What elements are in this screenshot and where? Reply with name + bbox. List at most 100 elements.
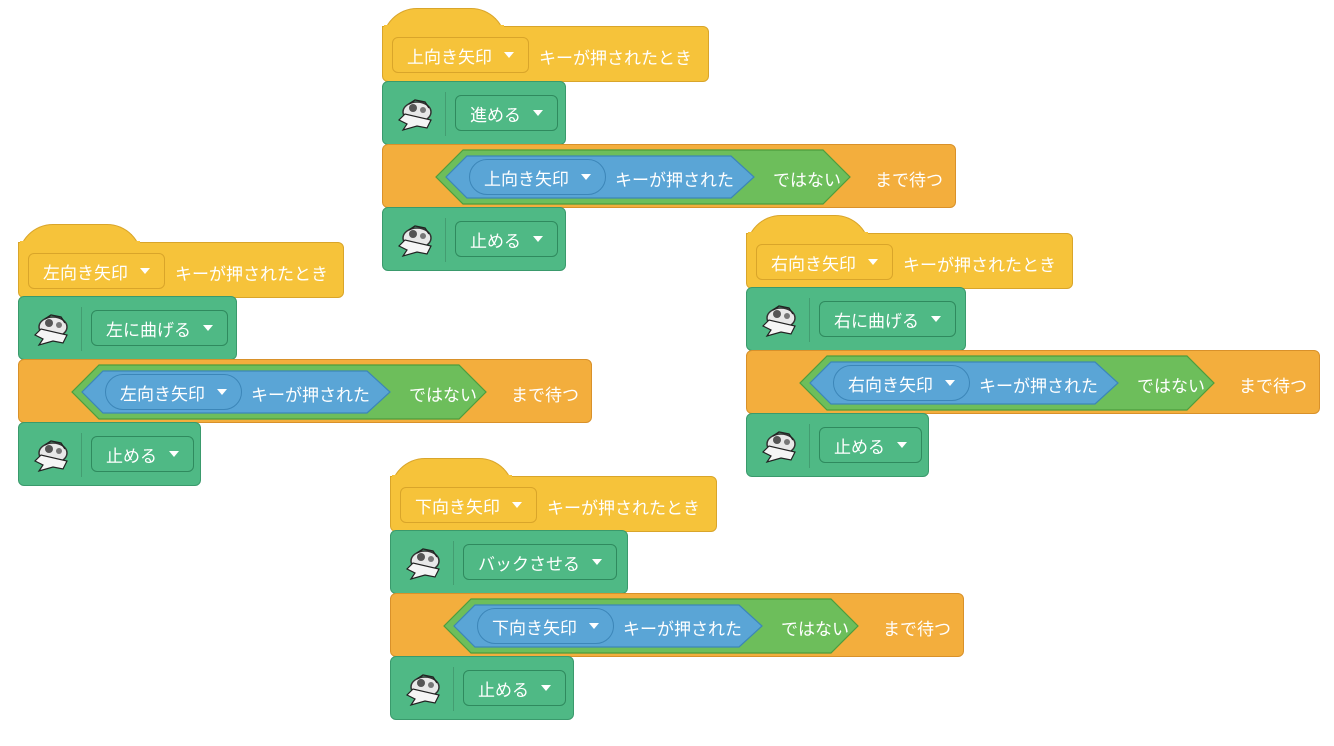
stop-motion-block[interactable]: 止める bbox=[18, 422, 201, 486]
wait-until-block[interactable]: 上向き矢印 キーが押された ではない まで待つ bbox=[382, 144, 956, 208]
motion-dropdown-label: バックさせる bbox=[478, 550, 580, 575]
chevron-down-icon bbox=[581, 174, 591, 180]
motion-dropdown[interactable]: バックさせる bbox=[463, 544, 617, 580]
chevron-down-icon bbox=[945, 380, 955, 386]
hat-seam bbox=[20, 241, 140, 245]
motion-dropdown[interactable]: 左に曲げる bbox=[91, 310, 228, 346]
motion-dropdown-label: 右に曲げる bbox=[834, 307, 919, 332]
key-pressed-label: キーが押された bbox=[623, 615, 742, 640]
sensing-key-dropdown[interactable]: 上向き矢印 bbox=[469, 159, 606, 195]
key-dropdown[interactable]: 上向き矢印 bbox=[392, 37, 529, 73]
key-dropdown[interactable]: 右向き矢印 bbox=[756, 244, 893, 280]
wait-suffix-label: まで待つ bbox=[511, 381, 579, 406]
not-label: ではない bbox=[773, 166, 841, 191]
hat-seam bbox=[384, 25, 504, 29]
when-key-pressed-hat-block[interactable]: 右向き矢印 キーが押されたとき bbox=[746, 233, 1073, 289]
motion-dropdown[interactable]: 進める bbox=[455, 95, 558, 131]
when-key-pressed-hat-block[interactable]: 下向き矢印 キーが押されたとき bbox=[390, 476, 717, 532]
stop-dropdown[interactable]: 止める bbox=[455, 221, 558, 257]
sensing-key-label: 上向き矢印 bbox=[484, 165, 569, 190]
chevron-down-icon bbox=[592, 559, 602, 565]
chevron-down-icon bbox=[504, 52, 514, 58]
key-dropdown[interactable]: 左向き矢印 bbox=[28, 253, 165, 289]
wait-suffix-label: まで待つ bbox=[1239, 372, 1307, 397]
chevron-down-icon bbox=[140, 268, 150, 274]
stop-dropdown-label: 止める bbox=[478, 676, 529, 701]
stop-dropdown-label: 止める bbox=[106, 442, 157, 467]
block-divider bbox=[81, 307, 82, 351]
wait-suffix-label: まで待つ bbox=[883, 615, 951, 640]
stop-dropdown[interactable]: 止める bbox=[91, 436, 194, 472]
mouse-robot-sprite-icon bbox=[401, 669, 445, 709]
wait-until-block[interactable]: 右向き矢印 キーが押された ではない まで待つ bbox=[746, 350, 1320, 414]
motion-block[interactable]: バックさせる bbox=[390, 530, 628, 594]
sensing-key-dropdown[interactable]: 左向き矢印 bbox=[105, 374, 242, 410]
stop-dropdown[interactable]: 止める bbox=[819, 427, 922, 463]
key-dropdown-label: 右向き矢印 bbox=[771, 250, 856, 275]
not-label: ではない bbox=[1137, 372, 1205, 397]
stop-motion-block[interactable]: 止める bbox=[382, 207, 566, 271]
mouse-robot-sprite-icon bbox=[29, 309, 73, 349]
key-pressed-label: キーが押された bbox=[251, 381, 370, 406]
block-divider bbox=[445, 92, 446, 136]
chevron-down-icon bbox=[533, 236, 543, 242]
mouse-robot-sprite-icon bbox=[393, 94, 437, 134]
chevron-down-icon bbox=[589, 623, 599, 629]
key-dropdown-label: 左向き矢印 bbox=[43, 259, 128, 284]
sensing-key-label: 下向き矢印 bbox=[492, 614, 577, 639]
not-label: ではない bbox=[781, 615, 849, 640]
key-pressed-label: キーが押された bbox=[615, 166, 734, 191]
when-key-pressed-hat-block[interactable]: 上向き矢印 キーが押されたとき bbox=[382, 26, 709, 82]
motion-block[interactable]: 右に曲げる bbox=[746, 287, 966, 351]
wait-until-block[interactable]: 下向き矢印 キーが押された ではない まで待つ bbox=[390, 593, 964, 657]
key-dropdown-label: 下向き矢印 bbox=[415, 493, 500, 518]
mouse-robot-sprite-icon bbox=[757, 426, 801, 466]
chevron-down-icon bbox=[512, 502, 522, 508]
mouse-robot-sprite-icon bbox=[29, 435, 73, 475]
sensing-key-dropdown[interactable]: 下向き矢印 bbox=[477, 608, 614, 644]
block-divider bbox=[453, 541, 454, 585]
hat-seam bbox=[748, 232, 868, 236]
mouse-robot-sprite-icon bbox=[401, 543, 445, 583]
hat-suffix-label: キーが押されたとき bbox=[175, 260, 328, 285]
chevron-down-icon bbox=[868, 259, 878, 265]
sensing-key-label: 右向き矢印 bbox=[848, 371, 933, 396]
chevron-down-icon bbox=[533, 110, 543, 116]
hat-suffix-label: キーが押されたとき bbox=[903, 251, 1056, 276]
stop-dropdown-label: 止める bbox=[470, 227, 521, 252]
block-divider bbox=[809, 298, 810, 342]
block-divider bbox=[453, 667, 454, 711]
key-pressed-label: キーが押された bbox=[979, 372, 1098, 397]
sensing-key-label: 左向き矢印 bbox=[120, 380, 205, 405]
hat-suffix-label: キーが押されたとき bbox=[547, 494, 700, 519]
block-divider bbox=[445, 218, 446, 262]
chevron-down-icon bbox=[203, 325, 213, 331]
hat-seam bbox=[392, 475, 512, 479]
chevron-down-icon bbox=[169, 451, 179, 457]
block-divider bbox=[81, 433, 82, 477]
motion-block[interactable]: 進める bbox=[382, 81, 566, 145]
stop-motion-block[interactable]: 止める bbox=[390, 656, 574, 720]
chevron-down-icon bbox=[931, 316, 941, 322]
key-dropdown[interactable]: 下向き矢印 bbox=[400, 487, 537, 523]
chevron-down-icon bbox=[897, 442, 907, 448]
sensing-key-dropdown[interactable]: 右向き矢印 bbox=[833, 365, 970, 401]
stop-motion-block[interactable]: 止める bbox=[746, 413, 929, 477]
mouse-robot-sprite-icon bbox=[757, 300, 801, 340]
motion-dropdown[interactable]: 右に曲げる bbox=[819, 301, 956, 337]
stop-dropdown-label: 止める bbox=[834, 433, 885, 458]
block-divider bbox=[809, 424, 810, 468]
hat-suffix-label: キーが押されたとき bbox=[539, 44, 692, 69]
mouse-robot-sprite-icon bbox=[393, 220, 437, 260]
key-dropdown-label: 上向き矢印 bbox=[407, 43, 492, 68]
motion-dropdown-label: 進める bbox=[470, 101, 521, 126]
wait-suffix-label: まで待つ bbox=[875, 166, 943, 191]
motion-dropdown-label: 左に曲げる bbox=[106, 316, 191, 341]
motion-block[interactable]: 左に曲げる bbox=[18, 296, 237, 360]
chevron-down-icon bbox=[541, 685, 551, 691]
chevron-down-icon bbox=[217, 389, 227, 395]
wait-until-block[interactable]: 左向き矢印 キーが押された ではない まで待つ bbox=[18, 359, 592, 423]
stop-dropdown[interactable]: 止める bbox=[463, 670, 566, 706]
when-key-pressed-hat-block[interactable]: 左向き矢印 キーが押されたとき bbox=[18, 242, 344, 298]
not-label: ではない bbox=[409, 381, 477, 406]
